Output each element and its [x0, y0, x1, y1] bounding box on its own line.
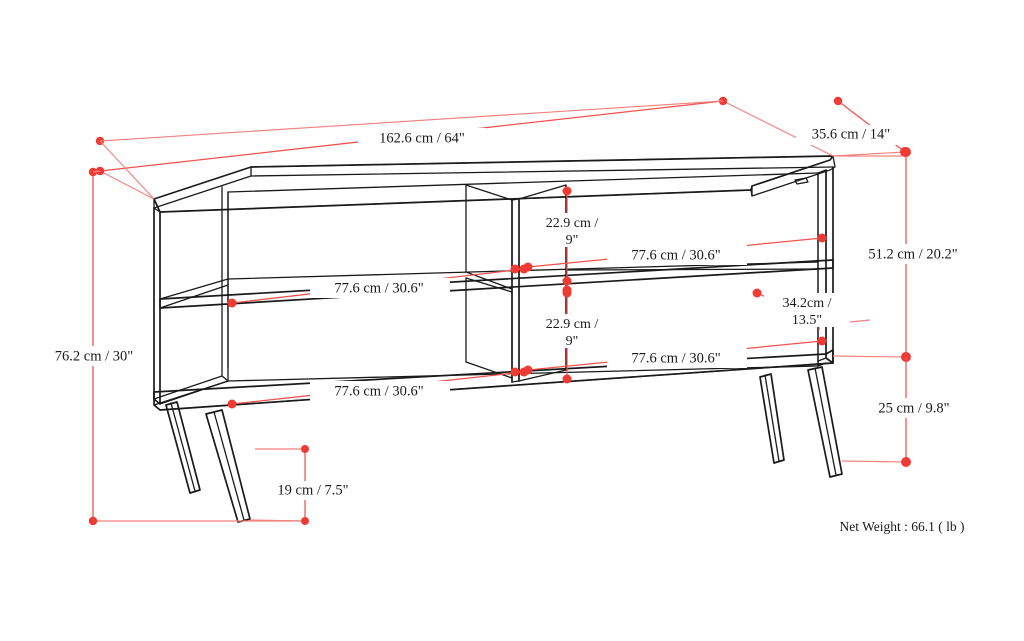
leg-splay-label: 19 cm / 7.5": [277, 482, 348, 498]
leg-front-left: [205, 409, 251, 523]
lower-right-shelf-label: 77.6 cm / 30.6": [631, 350, 720, 366]
upper-shelf-height-label-line1: 22.9 cm /: [546, 216, 599, 231]
dimension-leg-splay: 19 cm / 7.5": [249, 445, 362, 525]
back-panel: [227, 172, 819, 193]
leg-front-right: [807, 366, 843, 478]
dimension-lower-right-shelf: 77.6 cm / 30.6": [523, 336, 827, 375]
right-side-panel: [817, 166, 834, 367]
top-right-detail: [794, 177, 809, 185]
dimension-overall-width: 162.6 cm / 64": [95, 96, 834, 200]
lower-left-compartment: [227, 277, 513, 379]
furniture-body: [153, 155, 843, 523]
right-interior-shelf: [565, 268, 819, 271]
net-weight-footer: Net Weight : 66.1 ( lb ): [839, 519, 964, 534]
middle-shelf: [159, 259, 834, 309]
legs: [165, 366, 843, 523]
dimension-overall-depth: 35.6 cm / 14": [796, 96, 910, 157]
dimension-upper-shelf-height: 22.9 cm / 9": [526, 186, 618, 295]
lower-left-shelf-label: 77.6 cm / 30.6": [334, 383, 423, 399]
right-interior-depth-label-line1: 34.2cm /: [783, 296, 832, 311]
overall-width-label: 162.6 cm / 64": [379, 130, 465, 146]
dimension-cabinet-height: 51.2 cm / 20.2": [832, 147, 978, 362]
net-weight-label: Net Weight : 66.1 ( lb ): [839, 519, 964, 534]
top-panel: [153, 155, 836, 213]
leg-height-label: 25 cm / 9.8": [878, 400, 949, 416]
cabinet-height-label: 51.2 cm / 20.2": [868, 246, 957, 262]
upper-left-shelf-label: 77.6 cm / 30.6": [334, 280, 423, 296]
lower-shelf-height-label-line2: 9": [566, 334, 579, 349]
dimension-upper-left-shelf: 77.6 cm / 30.6": [227, 264, 529, 308]
dimension-overall-height: 76.2 cm / 30": [35, 167, 303, 526]
overall-depth-label: 35.6 cm / 14": [812, 126, 890, 142]
upper-right-shelf-label: 77.6 cm / 30.6": [631, 247, 720, 263]
dimension-connector-dots: [92, 100, 724, 377]
dimension-lower-left-shelf: 77.6 cm / 30.6": [227, 367, 529, 409]
dimension-upper-right-shelf: 77.6 cm / 30.6": [523, 233, 827, 272]
leg-rear-right: [759, 373, 785, 464]
right-interior-depth-label-line2: 13.5": [792, 313, 822, 328]
lower-shelf-height-label-line1: 22.9 cm /: [546, 317, 599, 332]
dimension-lower-shelf-height: 22.9 cm / 9": [526, 288, 618, 384]
upper-shelf-height-label-line2: 9": [566, 233, 579, 248]
dimension-leg-height: 25 cm / 9.8": [841, 357, 969, 467]
overall-height-label: 76.2 cm / 30": [55, 348, 133, 364]
dimension-right-interior-depth: 34.2cm / 13.5": [752, 288, 871, 330]
leg-rear-left: [165, 401, 201, 494]
